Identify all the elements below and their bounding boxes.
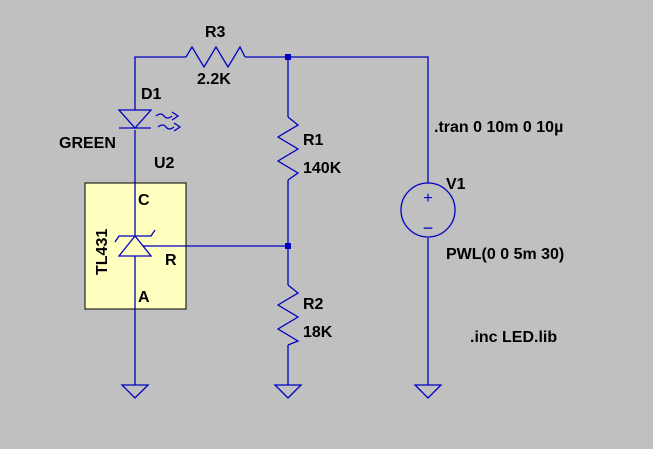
voltage-source-v1[interactable]: + − V1 PWL(0 0 5m 30) (400, 176, 564, 263)
r3-value-label: 2.2K (197, 71, 231, 88)
wire-r3-to-v1 (245, 56, 429, 183)
r3-ref-label: R3 (205, 24, 226, 41)
ground-symbol-2 (273, 384, 303, 399)
v1-ref-label: V1 (446, 176, 466, 193)
v1-value-label: PWL(0 0 5m 30) (446, 246, 564, 263)
u2-zener-bar (114, 229, 156, 243)
ground-symbol-3 (413, 384, 443, 399)
tran-directive[interactable]: .tran 0 10m 0 10µ (434, 119, 563, 136)
v1-circle (400, 182, 456, 238)
junction-mid (285, 243, 291, 249)
r2-ref-label: R2 (303, 296, 324, 313)
shunt-regulator-u2[interactable]: U2 C R A TL431 (84, 155, 187, 310)
u2-pin-c: C (138, 192, 150, 209)
resistor-r3-body (185, 45, 246, 69)
light-emission-icon (155, 111, 182, 132)
resistor-r1-body (276, 116, 300, 181)
u2-pin-a: A (138, 289, 150, 306)
include-directive[interactable]: .inc LED.lib (470, 329, 557, 346)
r1-value-label: 140K (303, 160, 342, 177)
v1-plus-sign: + (423, 190, 432, 207)
r1-ref-label: R1 (303, 132, 324, 149)
r2-value-label: 18K (303, 324, 333, 341)
u2-part-label: TL431 (94, 229, 111, 275)
resistor-r2[interactable]: R2 18K (276, 284, 333, 346)
d1-ref-label: D1 (141, 86, 162, 103)
resistor-r2-body (276, 284, 300, 346)
resistor-r1[interactable]: R1 140K (276, 116, 342, 181)
wire-led-to-r3 (134, 56, 186, 100)
led-d1-triangle (117, 109, 153, 129)
u2-ref-label: U2 (154, 155, 175, 172)
v1-minus-sign: − (423, 218, 434, 238)
junction-top (285, 54, 291, 60)
resistor-r3[interactable]: R3 2.2K (185, 24, 246, 88)
d1-value-label: GREEN (59, 135, 116, 152)
led-d1[interactable]: D1 GREEN (59, 86, 182, 152)
ground-symbol-1 (120, 384, 150, 399)
u2-pin-r: R (165, 252, 177, 269)
